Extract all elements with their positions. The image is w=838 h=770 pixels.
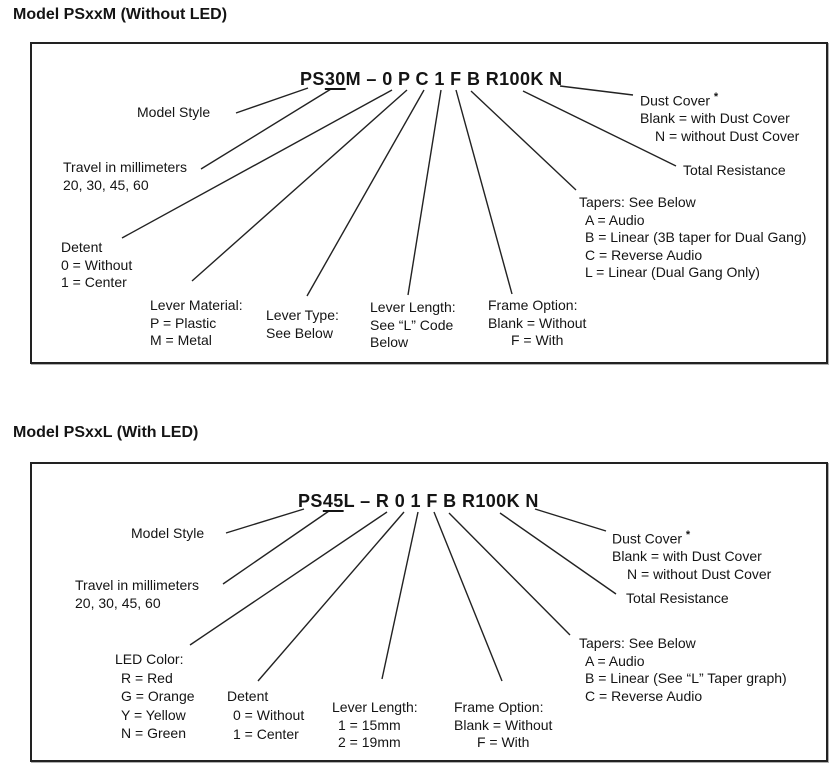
label-title: Detent [227,688,269,704]
section1-part-number: PS30M – 0 P C 1 F B R100K N [300,70,563,88]
label-option: B = Linear (See “L” Taper graph) [585,670,787,686]
label-values: 20, 30, 45, 60 [63,176,149,193]
label-option: B = Linear (3B taper for Dual Gang) [585,229,807,245]
s2-tapers-label: Tapers: See Below A = Audio B = Linear (… [579,635,787,705]
s1-lever-type-label: Lever Type: See Below [266,307,339,342]
part-travel-code: 45 [322,491,344,511]
label-title: Detent [61,239,103,255]
s2-total-resistance-label: Total Resistance [626,590,729,608]
label-option: 1 = 15mm [338,716,401,733]
label-title: Model Style [131,525,205,541]
footnote-asterisk: * [713,91,719,103]
label-option: 0 = Without [61,256,133,273]
section2-border-box [30,462,828,762]
label-title: Travel in millimeters [63,159,187,175]
dust-cover-text: Dust Cover [640,92,714,109]
s1-lever-material-label: Lever Material: P = Plastic M = Metal [150,297,243,350]
label-option: A = Audio [585,652,645,669]
label-title: Model Style [137,104,211,120]
s1-tapers-label: Tapers: See Below A = Audio B = Linear (… [579,194,806,282]
label-subtitle: See Below [266,324,333,341]
part-prefix: PS [298,491,323,511]
label-title: Frame Option: [454,699,544,715]
s1-travel-label: Travel in millimeters 20, 30, 45, 60 [63,159,187,194]
s2-detent-label: Detent 0 = Without 1 = Center [227,687,304,744]
label-title: Lever Length: [332,699,418,715]
dust-cover-text: Dust Cover [612,530,686,547]
s2-dust-cover-label: Dust Cover * Blank = with Dust Cover N =… [612,527,771,583]
label-subtitle: See “L” Code [370,316,454,333]
label-option: A = Audio [585,211,645,228]
section2-heading: Model PSxxL (With LED) [13,424,199,441]
label-title: Total Resistance [626,590,729,606]
label-option: C = Reverse Audio [585,246,703,263]
label-option: P = Plastic [150,314,217,331]
section1-border-box [30,42,828,364]
s1-dust-cover-label: Dust Cover * Blank = with Dust Cover N =… [640,89,799,145]
label-option: Blank = Without [488,314,587,331]
label-option: G = Orange [121,688,195,705]
s2-led-color-label: LED Color: R = Red G = Orange Y = Yellow… [115,650,195,743]
label-option: N = without Dust Cover [627,565,772,582]
label-title: Total Resistance [683,162,786,178]
label-option: Blank = Without [454,716,553,733]
label-title: Frame Option: [488,297,578,313]
label-title: Lever Type: [266,307,339,323]
part-suffix: L – R 0 1 F B R100K N [343,491,539,511]
label-option: M = Metal [150,332,212,348]
label-title: Lever Material: [150,297,243,313]
label-option: N = Green [121,725,186,742]
label-title: Lever Length: [370,299,456,315]
label-title: Tapers: See Below [579,635,696,651]
label-option: Blank = with Dust Cover [640,110,790,127]
label-values: 20, 30, 45, 60 [75,594,161,611]
label-title: Tapers: See Below [579,194,696,210]
s2-lever-length-label: Lever Length: 1 = 15mm 2 = 19mm [332,699,418,752]
label-subtitle: Below [370,334,409,350]
section2-part-number: PS45L – R 0 1 F B R100K N [298,492,539,510]
label-option: 1 = Center [233,726,299,742]
label-option: F = With [510,332,564,348]
part-prefix: PS [300,69,325,89]
part-travel-code: 30 [324,69,346,89]
label-title: LED Color: [115,651,184,667]
label-option: 2 = 19mm [338,734,401,750]
s1-detent-label: Detent 0 = Without 1 = Center [61,239,132,292]
section1-heading: Model PSxxM (Without LED) [13,6,228,23]
label-option: Blank = with Dust Cover [612,548,762,565]
label-option: L = Linear (Dual Gang Only) [585,264,760,280]
label-option: C = Reverse Audio [585,687,703,704]
label-option: 0 = Without [233,707,305,723]
part-suffix: M – 0 P C 1 F B R100K N [345,69,563,89]
s1-total-resistance-label: Total Resistance [683,162,786,180]
label-option: Y = Yellow [121,706,186,723]
s1-lever-length-label: Lever Length: See “L” Code Below [370,299,456,352]
s2-travel-label: Travel in millimeters 20, 30, 45, 60 [75,577,199,612]
label-title: Travel in millimeters [75,577,199,593]
label-option: R = Red [121,669,173,686]
label-option: F = With [476,734,530,750]
label-title: Dust Cover * [640,89,799,110]
label-title: Dust Cover * [612,527,771,548]
label-option: 1 = Center [61,274,127,290]
s2-model-style-label: Model Style [131,525,204,543]
label-option: N = without Dust Cover [655,127,800,144]
s2-frame-option-label: Frame Option: Blank = Without F = With [454,699,552,752]
s1-frame-option-label: Frame Option: Blank = Without F = With [488,297,586,350]
footnote-asterisk: * [685,529,691,541]
s1-model-style-label: Model Style [137,104,210,122]
